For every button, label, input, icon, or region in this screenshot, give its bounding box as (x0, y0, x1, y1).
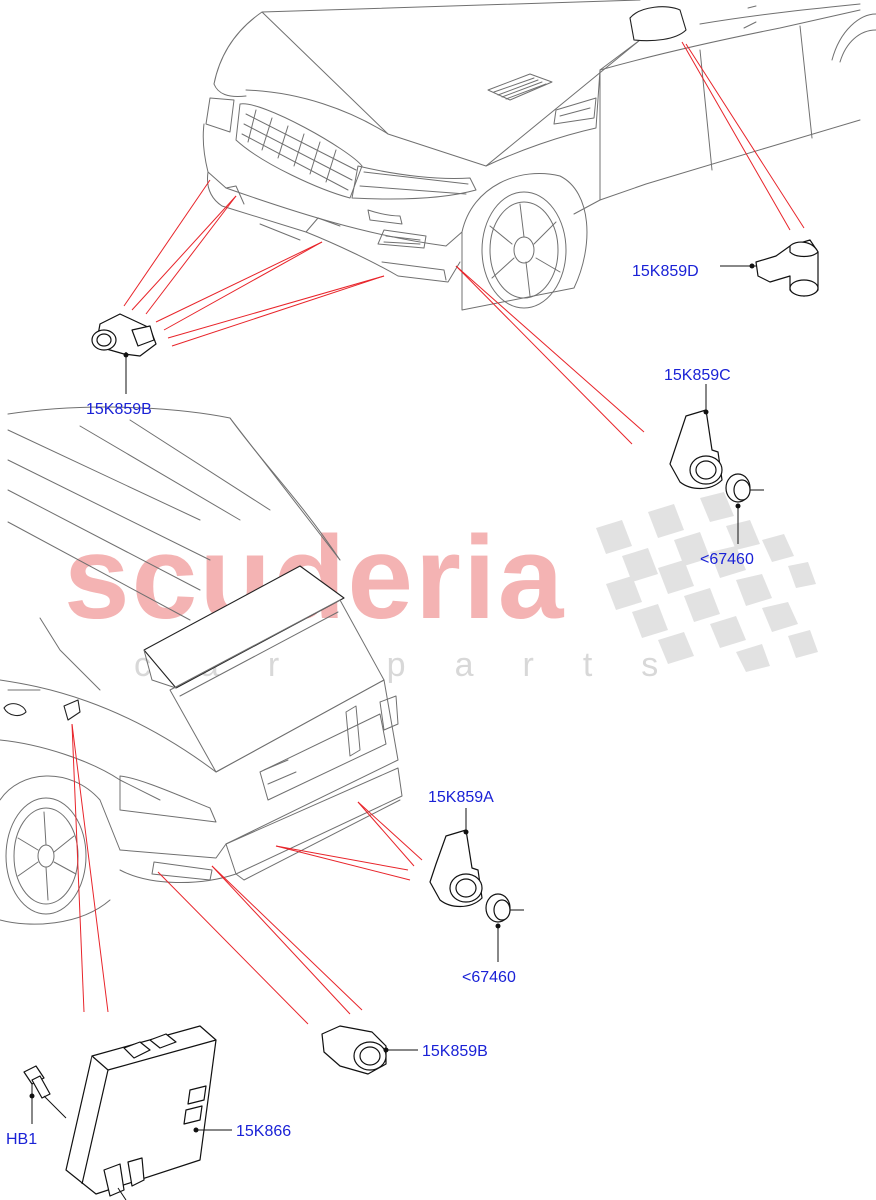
sensor-15K859A[interactable] (429, 808, 483, 908)
label-15K859B-rear: 15K859B (422, 1043, 488, 1060)
label-15K859B-front: 15K859B (86, 401, 152, 418)
checkered-flag-logo (596, 492, 818, 672)
sensor-15K859C[interactable] (669, 384, 723, 490)
sensor-15K859B-front[interactable] (91, 313, 157, 394)
label-15K859D: 15K859D (632, 263, 699, 280)
front-vehicle-illustration (202, 0, 876, 311)
sensor-15K859B-rear[interactable] (321, 1025, 418, 1075)
label-15K859A: 15K859A (428, 789, 494, 806)
label-67460-rear: <67460 (462, 969, 516, 986)
label-15K859C: 15K859C (664, 367, 731, 384)
label-67460-front: <67460 (700, 551, 754, 568)
sensor-15K859D[interactable] (720, 239, 819, 297)
leader-lines (71, 41, 805, 1025)
label-HB1: HB1 (6, 1131, 37, 1148)
control-module-15K866[interactable] (65, 1025, 232, 1200)
bolt-HB1[interactable] (23, 1065, 67, 1124)
grommet-67460-front[interactable] (725, 473, 764, 544)
label-15K866: 15K866 (236, 1123, 291, 1140)
rear-vehicle-illustration (0, 406, 403, 925)
grommet-67460-rear[interactable] (485, 893, 524, 962)
watermark: scuderia car parts (64, 492, 818, 684)
